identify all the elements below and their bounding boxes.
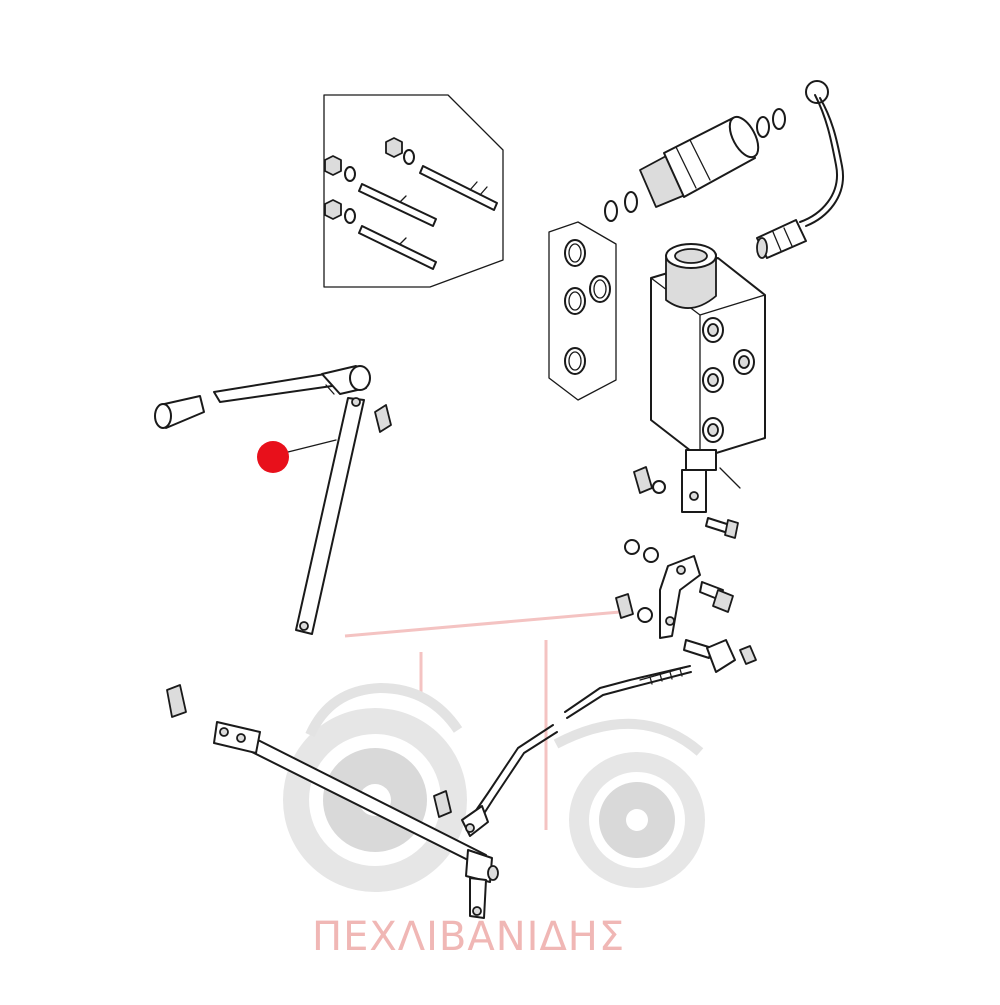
- shaft-end-arm: [465, 849, 499, 919]
- cable-icon: [799, 94, 838, 223]
- o-ring-icon: [564, 239, 586, 267]
- snap-ring-icon: [624, 539, 659, 563]
- spring-clip-icon: [433, 790, 452, 818]
- o-ring-icon: [589, 275, 611, 303]
- port-icon: [738, 355, 750, 369]
- o-ring-icon: [564, 347, 586, 375]
- trunnion-block-icon: [706, 639, 736, 673]
- callout-marker: [257, 441, 289, 473]
- port-icon: [707, 373, 719, 387]
- bolt-icon: [699, 581, 734, 613]
- o-ring-icon: [568, 291, 582, 311]
- lever-knob-icon: [154, 395, 205, 429]
- spring-clip-icon: [374, 404, 392, 433]
- washer-icon: [344, 166, 356, 182]
- cross-shaft: [213, 721, 487, 867]
- fastener-kit-box: [323, 94, 504, 288]
- o-ring-icon: [568, 351, 582, 371]
- spring-clip-icon: [166, 684, 187, 718]
- o-ring-icon: [564, 287, 586, 315]
- control-lever-arm: [213, 365, 371, 403]
- callout-leader-line: [287, 439, 337, 453]
- o-ring-icon: [604, 200, 618, 222]
- stud-bolt-icon: [419, 165, 498, 211]
- o-ring-icon: [593, 279, 607, 299]
- connecting-rod: [461, 665, 692, 837]
- bolt-icon: [705, 517, 739, 539]
- nut-icon: [324, 199, 342, 220]
- clevis-icon: [681, 469, 707, 513]
- control-valve: [650, 243, 766, 513]
- o-ring-icon: [756, 116, 770, 138]
- nut-icon: [385, 137, 403, 158]
- watermark-text: ΠΕΧΛΙΒΑΝΙΔΗΣ: [312, 914, 625, 960]
- vertical-link-rod: [295, 397, 365, 635]
- spring-clip-icon: [615, 593, 634, 619]
- watermark-roof-line: [344, 610, 621, 638]
- bolt-icon: [683, 639, 757, 673]
- port-icon: [707, 423, 719, 437]
- washer-icon: [652, 480, 666, 494]
- watermark-fender: [305, 682, 463, 738]
- o-ring-icon: [772, 108, 786, 130]
- o-ring-icon: [568, 243, 582, 263]
- solenoid-assembly: [604, 80, 844, 259]
- washer-icon: [637, 607, 653, 623]
- watermark-front-wheel: [569, 752, 705, 888]
- o-ring-icon: [624, 191, 638, 213]
- spring-clip-icon: [633, 466, 653, 494]
- washer-icon: [403, 149, 415, 165]
- cable-ring-icon: [805, 80, 829, 104]
- watermark-hood: [553, 718, 704, 756]
- nut-icon: [324, 155, 342, 176]
- stud-bolt-icon: [358, 225, 437, 270]
- linkage-plate: [659, 555, 701, 639]
- stud-bolt-icon: [358, 183, 437, 227]
- seal-kit-plate: [548, 221, 617, 401]
- washer-icon: [344, 208, 356, 224]
- port-icon: [707, 323, 719, 337]
